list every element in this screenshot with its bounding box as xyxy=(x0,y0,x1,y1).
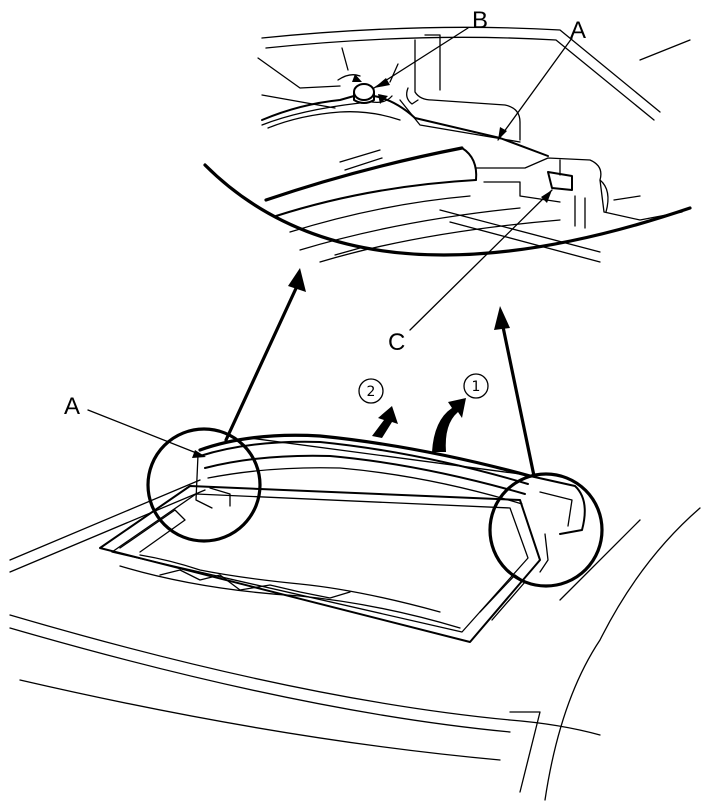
sunroof-glass xyxy=(195,433,586,573)
detail-roof-lines xyxy=(257,26,691,126)
label-a-left: A xyxy=(64,393,80,420)
detail-boundary-arc xyxy=(203,163,692,257)
detail-circles xyxy=(146,427,604,588)
step-2-number: 2 xyxy=(367,384,376,400)
label-a-top: A xyxy=(570,17,586,44)
lift-arrow-2-icon xyxy=(372,406,398,438)
detail-cable xyxy=(261,95,549,157)
lift-arrow-1-icon xyxy=(432,398,466,452)
detail-circle-right xyxy=(488,472,604,588)
detail-rail-clip-c xyxy=(439,157,683,263)
zoom-arrow-right-icon xyxy=(494,306,510,330)
zoom-arrow-left-icon xyxy=(288,268,306,292)
detail-circle-left xyxy=(146,427,262,543)
rotation-arrow-icon xyxy=(352,74,362,82)
label-c-group: C xyxy=(388,189,553,356)
bolt-b xyxy=(337,47,399,104)
label-a-left-group: A xyxy=(64,393,206,458)
detail-bracket xyxy=(399,34,521,143)
roof-panel xyxy=(9,479,701,801)
label-b: B xyxy=(472,7,488,34)
step-2-indicator: 2 xyxy=(358,378,398,438)
label-c: C xyxy=(388,329,405,356)
detail-view xyxy=(203,26,692,263)
step-1-number: 1 xyxy=(472,379,481,395)
label-a-top-group: A xyxy=(497,17,586,141)
step-1-indicator: 1 xyxy=(432,373,489,452)
zoom-arrows xyxy=(224,268,536,478)
sunroof-opening xyxy=(99,485,541,643)
detail-glass-frame xyxy=(264,146,561,263)
label-b-group: B xyxy=(373,7,488,89)
